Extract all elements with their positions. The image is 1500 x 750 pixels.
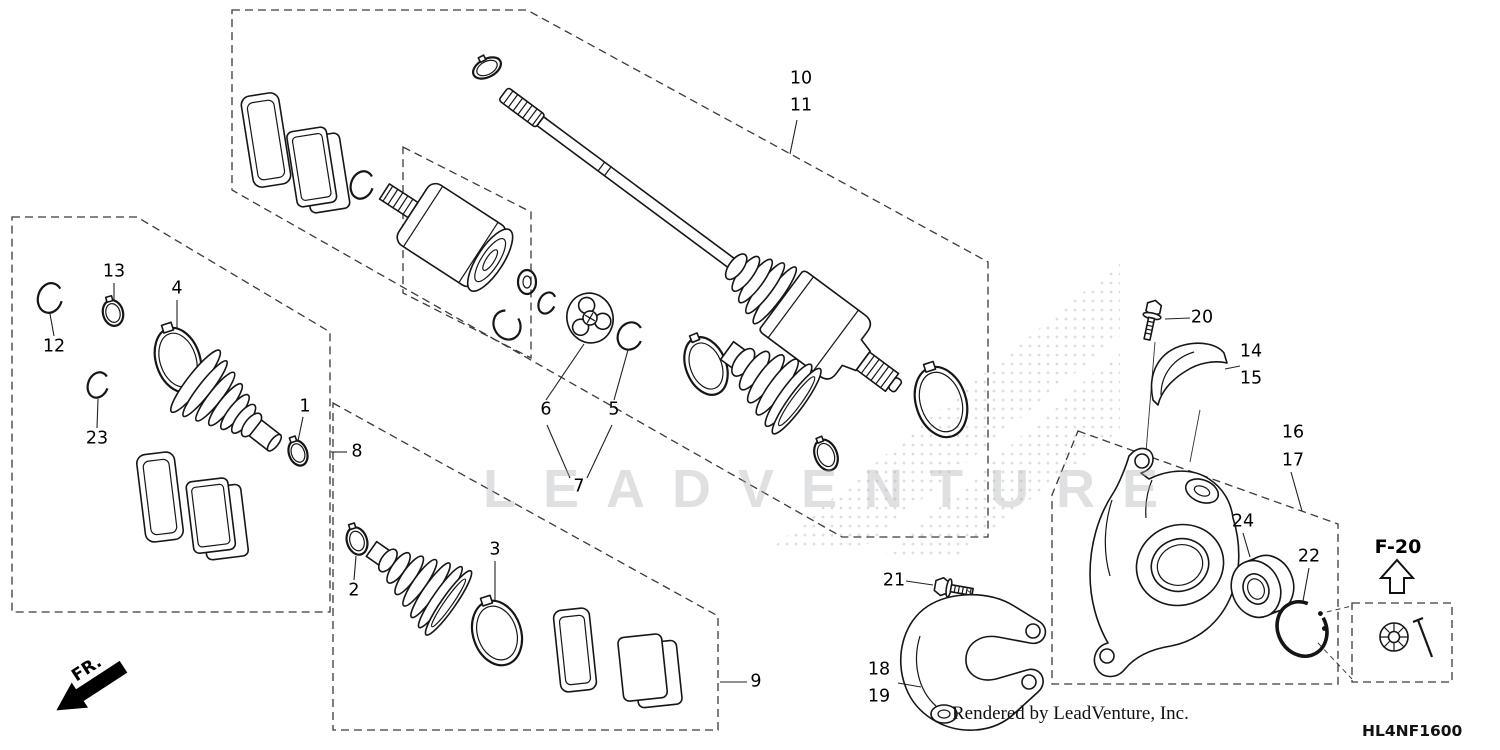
callout-5[interactable]: 5 [608, 399, 620, 420]
reference-gear-part [1379, 616, 1434, 658]
tripod-joint-spider [566, 292, 614, 344]
bearing-snap-ring [1275, 600, 1329, 658]
kit-boundary-knuckle [1051, 430, 1339, 685]
leader-lines [49, 119, 1310, 688]
grease-packet-pair [286, 126, 351, 214]
kit-boundary-boot-lower [332, 401, 719, 731]
callout-2[interactable]: 2 [348, 580, 360, 601]
callout-8[interactable]: 8 [351, 441, 363, 462]
callout-7[interactable]: 7 [573, 476, 585, 497]
circlip [616, 321, 644, 351]
cv-boot-outboard [169, 349, 283, 452]
grease-packet-pair [617, 633, 683, 709]
boot-band-small-top [471, 54, 503, 80]
assembly-axis-line [1145, 341, 1156, 453]
reference-up-arrow [1378, 558, 1416, 594]
knuckle-guard-fork [899, 593, 1047, 731]
diagram-code: HL4NF1600 [1362, 722, 1463, 740]
callout-13[interactable]: 13 [102, 261, 126, 282]
callout-20[interactable]: 20 [1190, 307, 1214, 328]
circlip [86, 371, 110, 399]
callout-16[interactable]: 16 [1281, 422, 1305, 443]
inner-cv-joint-housing [378, 182, 514, 292]
wheel-bearing [1230, 554, 1295, 619]
front-direction-arrow: FR. [56, 652, 128, 711]
splash-guard [1150, 342, 1228, 406]
wing-watermark [772, 262, 1120, 560]
callout-23[interactable]: 23 [85, 428, 109, 449]
callout-12[interactable]: 12 [42, 336, 66, 357]
callout-6[interactable]: 6 [540, 399, 552, 420]
spacer-washer [516, 268, 538, 296]
boot-band-small [287, 435, 309, 467]
callout-4[interactable]: 4 [171, 278, 183, 299]
boot-band-small [345, 522, 369, 556]
grease-packet-pair [185, 477, 250, 561]
cv-boot-inner [719, 340, 822, 435]
grease-packet [240, 92, 292, 188]
boot-band-large [913, 360, 969, 439]
cv-boot-inboard [365, 540, 473, 636]
assembly-axis-line [1189, 409, 1201, 463]
callout-22[interactable]: 22 [1297, 546, 1321, 567]
boot-band-small [813, 435, 839, 472]
callout-18[interactable]: 18 [867, 659, 891, 680]
kit-boundary-reference [1351, 602, 1453, 683]
steering-knuckle [1089, 447, 1240, 678]
reference-link-f20[interactable]: F-20 [1374, 536, 1422, 558]
grease-packet [552, 607, 598, 693]
callout-17[interactable]: 17 [1281, 450, 1305, 471]
callout-9[interactable]: 9 [750, 671, 762, 692]
boot-band-small [101, 295, 125, 327]
callout-14[interactable]: 14 [1239, 341, 1263, 362]
circlip [36, 282, 64, 314]
callout-15[interactable]: 15 [1239, 368, 1263, 389]
driveshaft [499, 87, 903, 393]
boot-band-large [470, 594, 524, 667]
cotter-pin [1412, 616, 1434, 658]
callout-11[interactable]: 11 [789, 95, 813, 116]
flange-bolt-21 [933, 576, 974, 598]
callout-3[interactable]: 3 [489, 539, 501, 560]
callout-19[interactable]: 19 [867, 686, 891, 707]
kit-boundary-driveshaft [231, 9, 989, 538]
callout-21[interactable]: 21 [882, 570, 906, 591]
callout-24[interactable]: 24 [1231, 511, 1255, 532]
circlip [349, 170, 375, 200]
flange-bolt-20 [1142, 299, 1163, 341]
callout-10[interactable]: 10 [789, 68, 813, 89]
circlip [537, 291, 557, 315]
kit-boundary-boot-left [11, 216, 331, 613]
footer-credit: Rendered by LeadVenture, Inc. [952, 703, 1189, 724]
callout-1[interactable]: 1 [299, 396, 311, 417]
grease-packet [136, 451, 184, 543]
reference-connector-line [1317, 605, 1353, 615]
